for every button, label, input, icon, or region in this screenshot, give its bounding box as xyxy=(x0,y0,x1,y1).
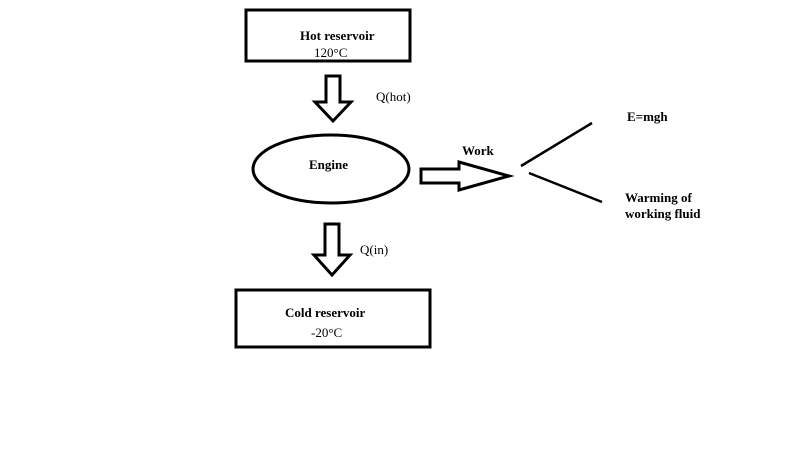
outcome-warming-line1: Warming of xyxy=(625,190,692,205)
q-hot-arrow xyxy=(311,74,355,124)
work-label: Work xyxy=(462,143,494,158)
q-in-label: Q(in) xyxy=(360,242,389,257)
hot-reservoir-title: Hot reservoir xyxy=(300,28,375,43)
q-hot-label: Q(hot) xyxy=(376,89,411,104)
q-in-arrow xyxy=(310,222,354,278)
engine-ellipse xyxy=(251,133,411,205)
outcome-warming-line2: working fluid xyxy=(625,206,701,221)
cold-reservoir-title: Cold reservoir xyxy=(285,305,366,320)
cold-reservoir-box xyxy=(234,288,432,349)
work-arrow xyxy=(419,160,515,192)
cold-reservoir-temperature: -20°C xyxy=(311,325,343,340)
hot-reservoir-temperature: 120°C xyxy=(314,45,348,60)
branch-line-upper xyxy=(520,121,593,168)
hot-reservoir-box xyxy=(244,8,412,63)
outcome-energy-label: E=mgh xyxy=(627,109,668,124)
engine-label: Engine xyxy=(309,157,349,172)
branch-line-lower xyxy=(528,171,603,204)
